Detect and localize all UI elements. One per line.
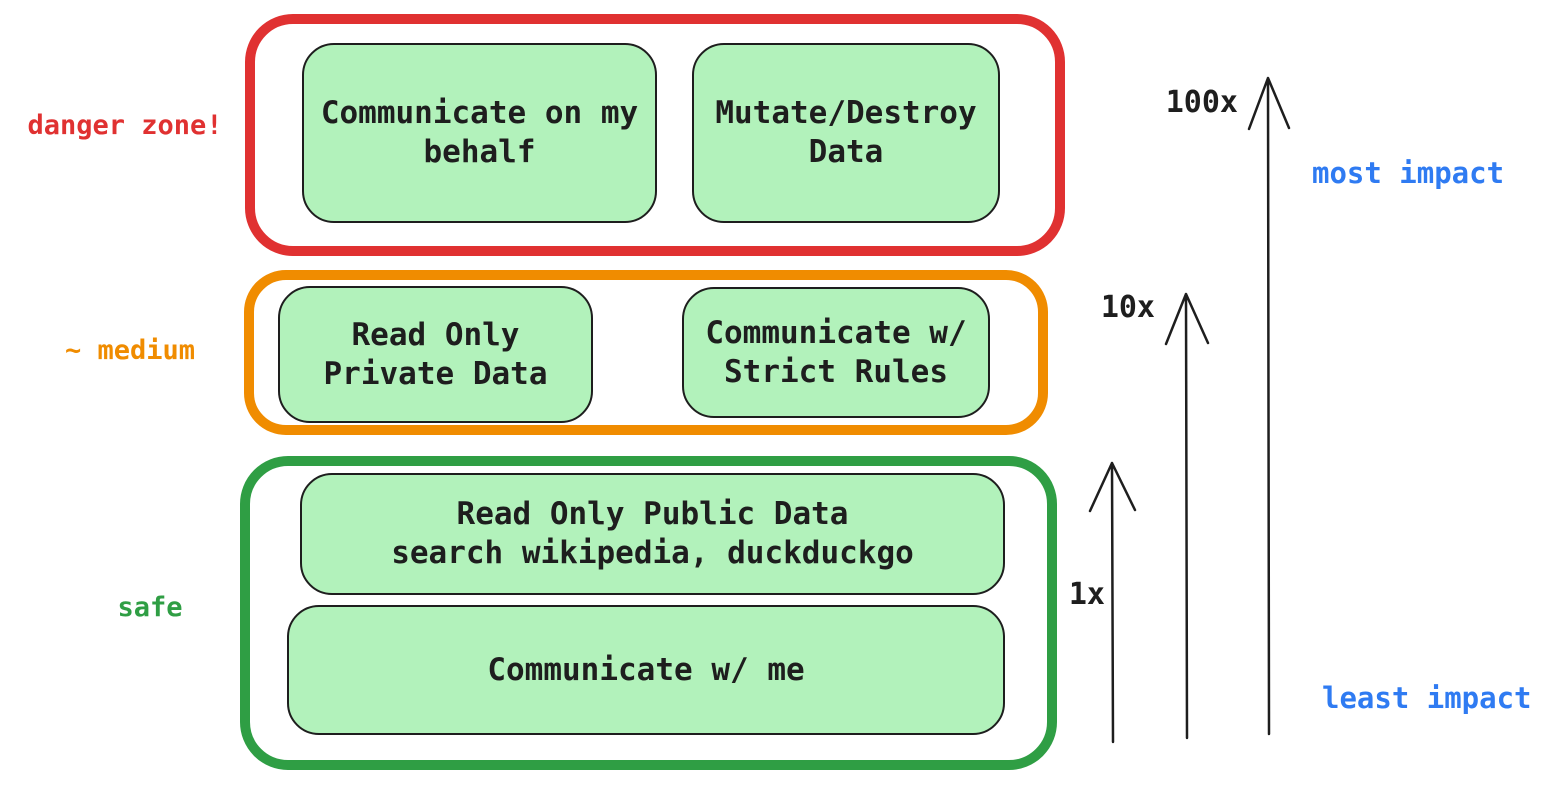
least-impact-label: least impact xyxy=(1322,681,1532,715)
box-communicate-with-me: Communicate w/ me xyxy=(287,605,1005,735)
safe-zone-container: Read Only Public Data search wikipedia, … xyxy=(240,456,1057,770)
box-communicate-strict-rules: Communicate w/ Strict Rules xyxy=(682,287,990,418)
box-text-line: Strict Rules xyxy=(724,353,948,390)
box-text-line: Mutate/Destroy xyxy=(715,95,977,131)
label-1x: 1x xyxy=(1068,577,1105,612)
zone-label-safe: safe xyxy=(117,592,183,623)
label-10x: 10x xyxy=(1100,290,1155,325)
danger-zone-container: Communicate on my behalf Mutate/Destroy … xyxy=(245,14,1065,256)
box-text-line: Data xyxy=(808,134,884,170)
zone-label-medium: ~ medium xyxy=(64,335,196,366)
box-text-line: behalf xyxy=(423,134,536,170)
arrow-100x-icon xyxy=(1247,76,1291,736)
box-text-line: Communicate w/ xyxy=(705,314,967,351)
box-text-line: search wikipedia, duckduckgo xyxy=(391,535,914,571)
box-read-only-public-data: Read Only Public Data search wikipedia, … xyxy=(300,473,1005,595)
box-mutate-destroy-data: Mutate/Destroy Data xyxy=(692,43,1000,223)
box-text-line: Read Only xyxy=(351,316,520,353)
label-100x: 100x xyxy=(1165,85,1238,120)
medium-zone-container: Read Only Private Data Communicate w/ St… xyxy=(244,270,1048,435)
box-text-line: Read Only Public Data xyxy=(456,496,849,532)
box-read-only-private-data: Read Only Private Data xyxy=(278,286,593,423)
box-communicate-on-my-behalf: Communicate on my behalf xyxy=(302,43,657,223)
most-impact-label: most impact xyxy=(1312,156,1505,190)
zone-label-danger: danger zone! xyxy=(27,110,223,141)
arrow-10x-icon xyxy=(1164,292,1210,740)
box-text-line: Communicate on my xyxy=(320,95,639,131)
box-text-line: Communicate w/ me xyxy=(487,651,805,688)
box-text-line: Private Data xyxy=(323,355,548,392)
